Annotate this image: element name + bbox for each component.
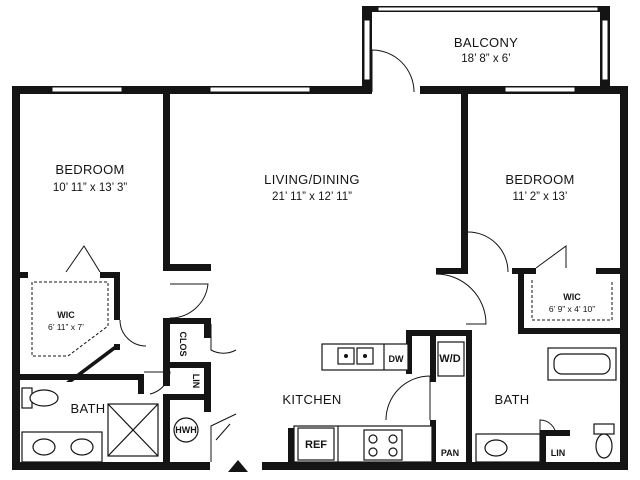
bath-left-name: BATH [71, 401, 106, 416]
closet-shelves [31, 280, 613, 357]
wic-right-dims: 6’ 9” x 4’ 10” [549, 304, 595, 314]
interior-walls [20, 92, 620, 462]
bedroom-right-dims: 11’ 2” x 13’ [513, 191, 568, 203]
hwh-label: HWH [175, 425, 197, 435]
pan-label: PAN [441, 448, 459, 458]
fixture-labels: CLOS LIN DW W/D HWH REF PAN LIN [175, 331, 565, 458]
lin-left-label: LIN [191, 374, 201, 389]
toilet-icon [21, 387, 59, 409]
stove-icon [363, 429, 403, 461]
doors [65, 49, 567, 462]
balcony-name: BALCONY [454, 35, 518, 50]
ref-label: REF [305, 439, 327, 451]
living-dining-dims: 21’ 11” x 12’ 11” [272, 191, 352, 203]
kitchen-fixtures [173, 341, 465, 463]
wd-label: W/D [439, 353, 460, 365]
bedroom-right-name: BEDROOM [505, 172, 574, 187]
entry-arrow-icon [228, 460, 248, 472]
bedroom-left-dims: 10’ 11” x 13’ 3” [53, 182, 128, 194]
balcony-dims: 18’ 8” x 6’ [461, 53, 510, 65]
room-labels: BALCONY 18’ 8” x 6’ BEDROOM 10’ 11” x 13… [48, 35, 595, 416]
wic-left-name: WIC [57, 310, 75, 320]
bedroom-left-name: BEDROOM [55, 162, 124, 177]
windows [51, 6, 609, 93]
bath-fixtures [21, 347, 617, 463]
clos-label: CLOS [178, 331, 188, 356]
living-dining-name: LIVING/DINING [264, 172, 360, 187]
kitchen-name: KITCHEN [282, 392, 341, 407]
wic-right-name: WIC [563, 292, 581, 302]
wic-left-dims: 6’ 11” x 7’ [48, 322, 84, 332]
lin-right-label: LIN [551, 448, 566, 458]
bath-right-name: BATH [495, 392, 530, 407]
bathtub-icon [547, 347, 617, 381]
dw-label: DW [389, 354, 404, 364]
